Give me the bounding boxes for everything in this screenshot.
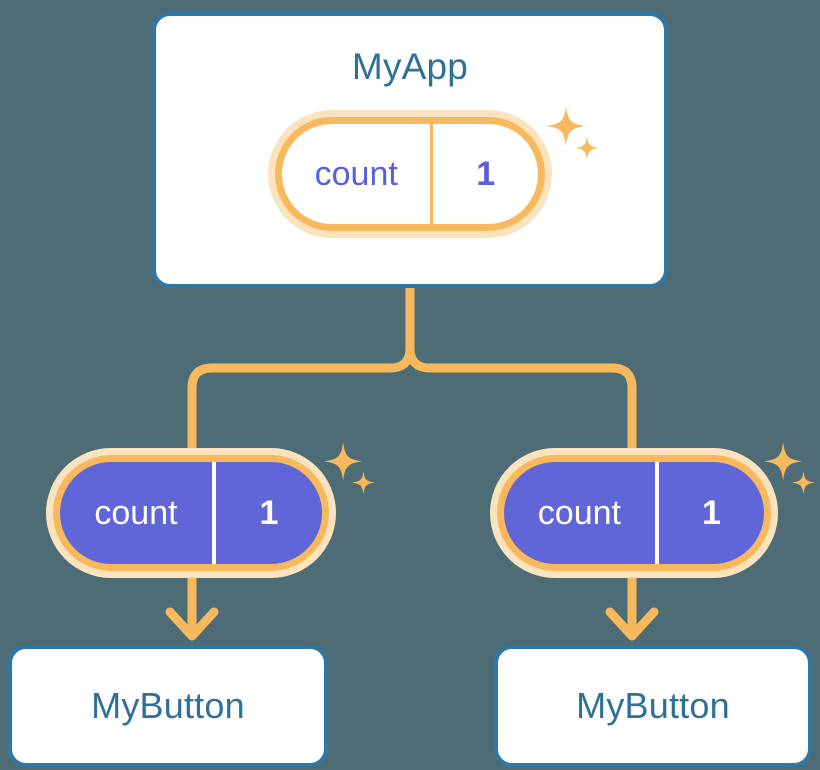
right-signal-value: 1 <box>654 462 764 564</box>
root-component-title: MyApp <box>351 46 469 87</box>
wire-trunk-split-right <box>405 343 637 457</box>
root-signal-pill[interactable]: count 1 <box>268 110 552 238</box>
left-signal-value: 1 <box>211 462 322 564</box>
left-signal-body: count 1 <box>53 455 329 571</box>
root-signal-name: count <box>314 155 398 193</box>
right-signal-name: count <box>537 494 621 532</box>
right-button-title: MyButton <box>576 685 730 726</box>
wire-trunk-split <box>187 283 415 457</box>
left-button-card[interactable]: MyButton <box>8 645 328 767</box>
right-signal-pill[interactable]: count 1 <box>490 448 778 578</box>
arrowhead-left-icon <box>165 607 219 641</box>
left-signal-name: count <box>94 494 178 532</box>
root-signal-body: count 1 <box>275 117 545 231</box>
root-signal-value: 1 <box>430 124 538 224</box>
arrowhead-right-icon <box>605 607 659 641</box>
left-button-title: MyButton <box>91 685 245 726</box>
right-button-card[interactable]: MyButton <box>494 645 812 767</box>
left-signal-pill[interactable]: count 1 <box>46 448 336 578</box>
right-signal-body: count 1 <box>497 455 771 571</box>
